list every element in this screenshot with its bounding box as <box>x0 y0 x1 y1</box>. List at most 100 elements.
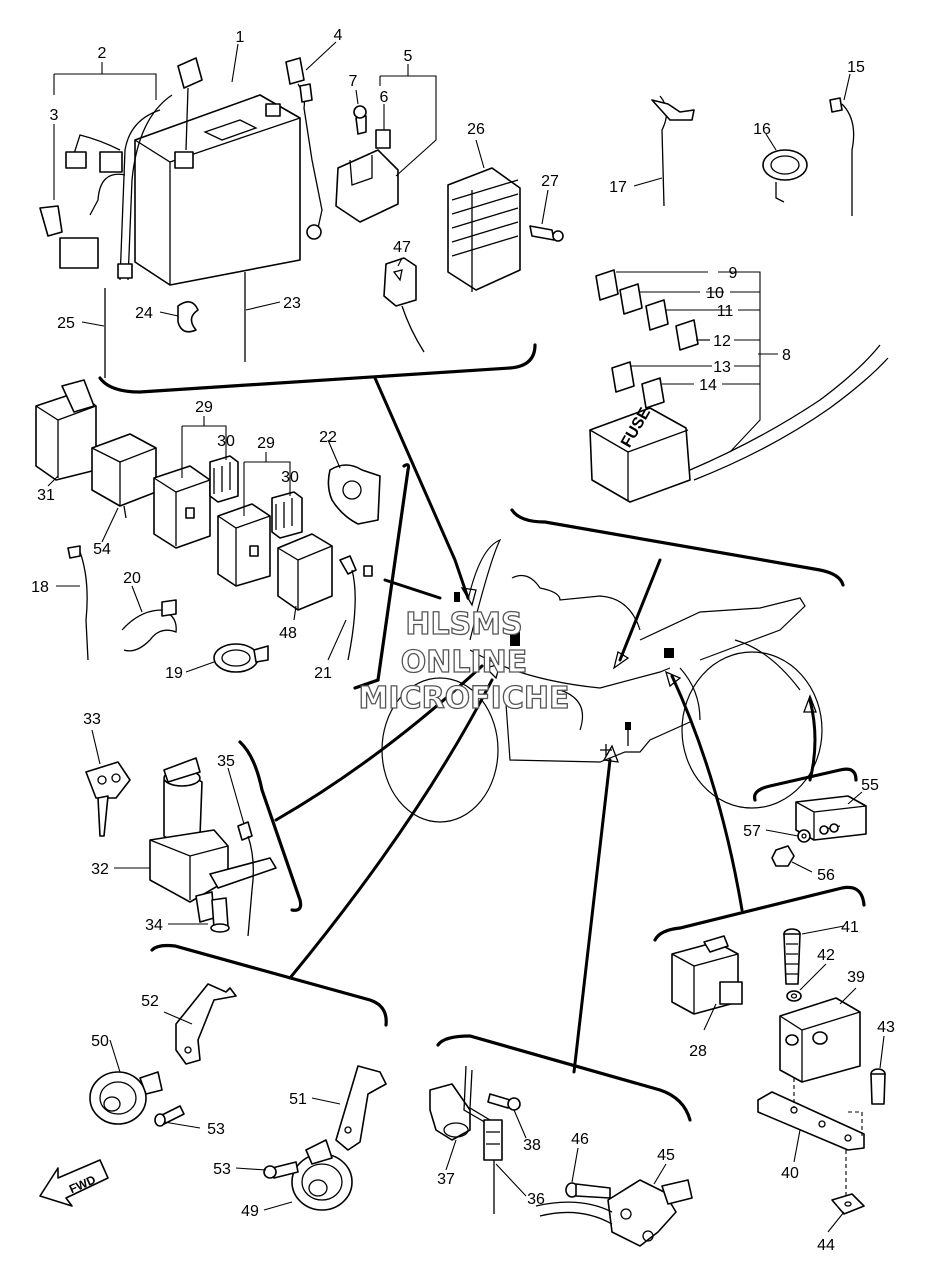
callout-8: 8 <box>782 347 791 364</box>
callout-leaders <box>47 41 885 1233</box>
nut-44 <box>831 1193 865 1215</box>
watermark-line-3: MICROFICHE <box>359 681 570 716</box>
clip-24 <box>177 301 199 333</box>
callout-32: 32 <box>91 861 109 878</box>
battery <box>134 57 301 286</box>
unit-39 <box>779 997 861 1083</box>
band-15 <box>829 97 855 216</box>
callout-31: 31 <box>37 487 55 504</box>
callout-37: 37 <box>437 1171 455 1188</box>
clamp-22 <box>327 464 381 525</box>
callout-29b: 29 <box>257 435 275 452</box>
callout-56: 56 <box>817 867 835 884</box>
motorcycle-outline <box>381 538 823 823</box>
nut-56 <box>771 845 795 867</box>
callout-14: 14 <box>699 377 717 394</box>
callout-7: 7 <box>349 73 358 90</box>
clip-20 <box>121 599 177 652</box>
light-55 <box>795 795 867 841</box>
callout-53b: 53 <box>213 1161 231 1178</box>
group-brackets <box>98 343 866 1122</box>
callout-55: 55 <box>861 777 879 794</box>
callout-42: 42 <box>817 947 835 964</box>
callout-33: 33 <box>83 711 101 728</box>
callout-39: 39 <box>847 969 865 986</box>
callout-48: 48 <box>279 625 297 642</box>
fuse-box: FUSE <box>589 344 889 503</box>
callout-12: 12 <box>713 333 731 350</box>
callout-20: 20 <box>123 570 141 587</box>
callout-13: 13 <box>713 359 731 376</box>
bolt-34 <box>210 897 230 933</box>
bolt-53b <box>263 1161 299 1179</box>
callout-44: 44 <box>817 1237 835 1254</box>
starter-relay <box>335 105 399 223</box>
horn-49 <box>291 1139 353 1211</box>
callout-23: 23 <box>283 295 301 312</box>
callout-numbers: 1 2 3 4 5 6 7 8 9 10 11 12 13 14 15 16 1… <box>31 27 895 1254</box>
clamp-16 <box>762 149 808 203</box>
bolt-41 <box>783 928 801 985</box>
callout-6: 6 <box>380 89 389 106</box>
bolt-46 <box>565 1182 611 1199</box>
switch-45 <box>535 1179 693 1247</box>
callout-46: 46 <box>571 1131 589 1148</box>
callout-41: 41 <box>841 919 859 936</box>
callout-40: 40 <box>781 1165 799 1182</box>
bracket-51 <box>335 1065 387 1151</box>
bolt-43 <box>870 1068 886 1105</box>
fuse-leaders <box>616 271 770 453</box>
callout-57: 57 <box>743 823 761 840</box>
horn-50 <box>89 1071 163 1125</box>
callout-35: 35 <box>217 753 235 770</box>
callout-26: 26 <box>467 121 485 138</box>
callout-9: 9 <box>729 265 738 282</box>
callout-1: 1 <box>236 29 245 46</box>
callout-30b: 30 <box>281 469 299 486</box>
main-switch-32 <box>149 757 277 923</box>
clamp-19 <box>213 643 269 673</box>
relay-54 <box>91 433 157 519</box>
callout-34: 34 <box>145 917 163 934</box>
rectifier-regulator <box>447 167 564 292</box>
plastic-bands-23-25 <box>104 272 246 378</box>
watermark-line-2: ONLINE <box>401 645 528 680</box>
washer-42 <box>786 990 802 1002</box>
callout-22: 22 <box>319 429 337 446</box>
screw-38 <box>487 1093 521 1111</box>
callout-50: 50 <box>91 1033 109 1050</box>
callout-53a: 53 <box>207 1121 225 1138</box>
callout-4: 4 <box>334 27 343 44</box>
callout-16: 16 <box>753 121 771 138</box>
callout-43: 43 <box>877 1019 895 1036</box>
relay-29a <box>153 465 211 549</box>
callout-19: 19 <box>165 665 183 682</box>
callout-2: 2 <box>98 45 107 62</box>
band-35 <box>237 821 254 937</box>
callout-51: 51 <box>289 1091 307 1108</box>
battery-cable <box>285 57 323 240</box>
callout-29a: 29 <box>195 399 213 416</box>
callout-49: 49 <box>241 1203 259 1220</box>
watermark-line-1: HLSMS <box>405 607 522 642</box>
callout-10: 10 <box>706 285 724 302</box>
unit-48 <box>277 533 333 611</box>
band-18 <box>67 545 89 661</box>
callout-28: 28 <box>689 1043 707 1060</box>
callout-47: 47 <box>393 239 411 256</box>
callout-52: 52 <box>141 993 159 1010</box>
callout-15: 15 <box>847 59 865 76</box>
connector-leaders <box>274 376 817 1074</box>
callout-5: 5 <box>404 48 413 65</box>
callout-45: 45 <box>657 1147 675 1164</box>
relay-31 <box>35 379 97 481</box>
fuses <box>595 269 699 409</box>
wire-harness <box>39 94 173 281</box>
fwd-arrow-icon: FWD <box>39 1159 109 1207</box>
bracket-37 <box>429 1083 471 1141</box>
callout-27: 27 <box>541 173 559 190</box>
bracket-52 <box>175 983 237 1065</box>
band-17 <box>651 95 695 207</box>
band-21 <box>339 555 373 661</box>
